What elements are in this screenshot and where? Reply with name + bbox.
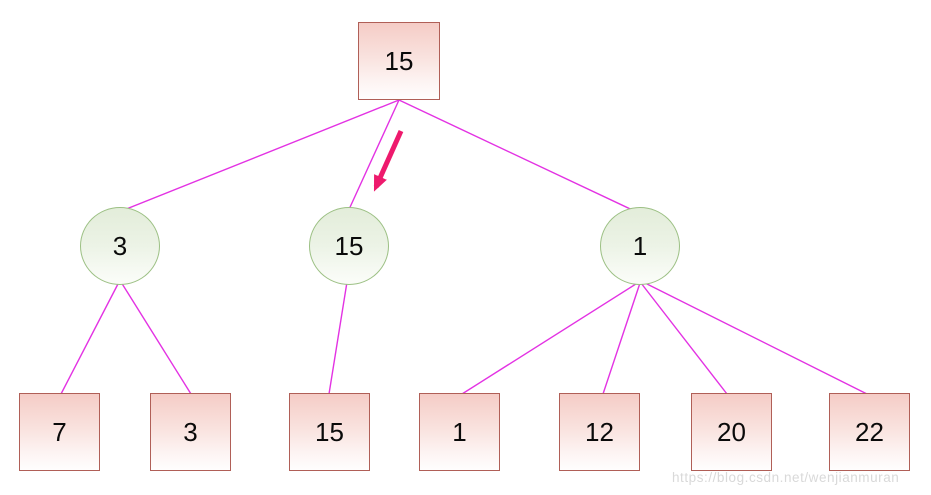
internal-node-1: 1	[600, 207, 680, 285]
leaf-node-label: 1	[452, 416, 467, 447]
edge-3-to-leaf-7	[60, 281, 120, 395]
edge-root-to-internal-1	[398, 99, 644, 216]
leaf-node-label: 12	[585, 416, 614, 447]
edge-1-to-leaf-20	[640, 282, 728, 395]
leaf-node-label: 7	[52, 416, 67, 447]
internal-node-label: 15	[334, 230, 364, 261]
leaf-node-7: 7	[19, 393, 100, 471]
edge-1-to-leaf-1	[461, 281, 640, 395]
leaf-node-label: 3	[183, 416, 198, 447]
leaf-node-12: 12	[559, 393, 640, 471]
internal-node-label: 1	[632, 230, 648, 261]
leaf-node-1: 1	[419, 393, 500, 471]
leaf-node-3: 3	[150, 393, 231, 471]
leaf-node-label: 20	[717, 416, 746, 447]
root-node-label: 15	[384, 45, 414, 76]
internal-node-label: 3	[112, 230, 128, 261]
edge-root-to-internal-3	[113, 99, 400, 215]
leaf-node-22: 22	[829, 393, 910, 471]
leaf-node-15: 15	[289, 393, 370, 471]
leaf-node-20: 20	[691, 393, 772, 471]
edge-15-to-leaf-15	[328, 281, 348, 395]
edge-root-to-internal-15	[345, 99, 400, 217]
watermark: https://blog.csdn.net/wenjianmuran	[672, 470, 900, 485]
internal-node-15: 15	[309, 207, 389, 285]
edge-1-to-leaf-12	[602, 282, 641, 395]
highlight-arrow	[373, 129, 404, 192]
leaf-node-label: 22	[855, 416, 884, 447]
edge-1-to-leaf-22	[642, 281, 868, 395]
internal-node-3: 3	[80, 207, 160, 285]
leaf-node-label: 15	[315, 416, 344, 447]
edge-3-to-leaf-3	[120, 281, 192, 395]
root-node: 15	[358, 22, 440, 100]
